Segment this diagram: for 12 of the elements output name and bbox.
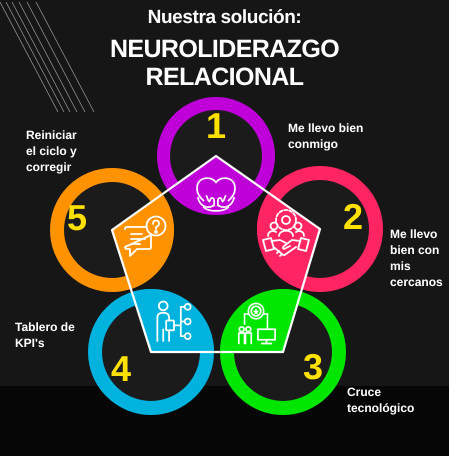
step-label: Me llevo bien con mis cercanos — [390, 226, 444, 290]
step-number: 4 — [110, 351, 132, 387]
step-number: 1 — [206, 108, 226, 144]
step-number: 5 — [66, 200, 88, 236]
title: NEUROLIDERAZGO RELACIONAL — [108, 35, 340, 91]
step-label: Me llevo bien conmigo — [288, 120, 364, 152]
subtitle: Nuestra solución: — [146, 6, 302, 30]
step-number: 3 — [302, 349, 324, 385]
step-label: Reiniciar el ciclo y corregir — [26, 127, 78, 175]
step-label: Tablero de KPI's — [15, 319, 76, 351]
step-number: 2 — [342, 199, 364, 235]
step-label: Cruce tecnológico — [347, 384, 416, 416]
